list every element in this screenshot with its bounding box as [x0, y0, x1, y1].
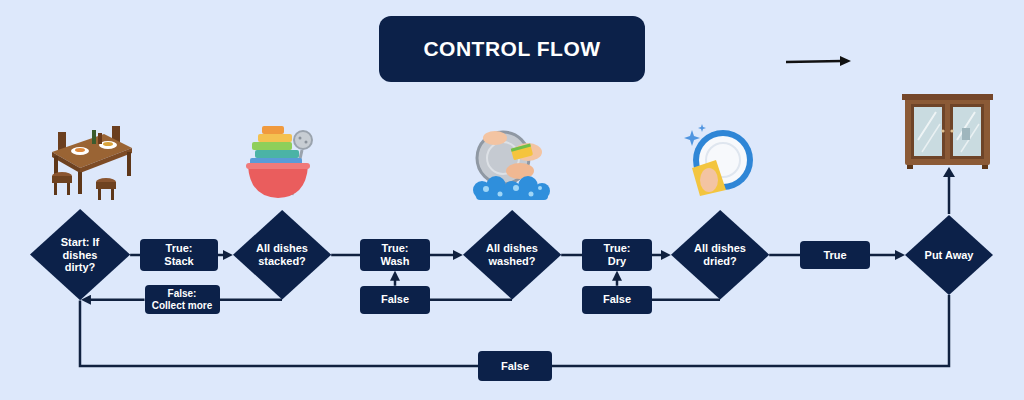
connector	[561, 254, 582, 257]
connector	[394, 279, 397, 286]
decision-diamond: All dishes washed?	[463, 210, 561, 300]
process-box: False: Collect more	[145, 285, 220, 314]
connector	[652, 254, 663, 257]
title: CONTROL FLOW	[423, 37, 600, 61]
node-label: True: Dry	[597, 242, 637, 267]
process-box: True: Stack	[140, 239, 218, 270]
process-box: False	[582, 286, 652, 314]
put-away-arrow	[943, 167, 955, 214]
connector	[430, 299, 512, 302]
process-box: True	[800, 241, 870, 269]
node-label: Start: If dishes dirty?	[58, 236, 102, 274]
node-label: All dishes washed?	[484, 242, 540, 267]
node-label: All dishes dried?	[692, 242, 748, 267]
title-banner: CONTROL FLOW	[379, 16, 645, 82]
process-box: True: Wash	[360, 239, 430, 270]
node-label: False	[381, 293, 409, 306]
connector	[870, 254, 897, 257]
decision-diamond: All dishes dried?	[671, 210, 769, 300]
direction-arrow	[786, 56, 851, 66]
process-box: False	[360, 286, 430, 314]
connector	[769, 254, 800, 257]
node-label: True: Wash	[375, 242, 415, 267]
decision-diamond: All dishes stacked?	[233, 210, 331, 300]
stacked-dishes-illustration	[246, 126, 312, 198]
node-label: True	[823, 249, 846, 262]
table-illustration	[52, 126, 132, 200]
connector	[89, 299, 145, 302]
connector	[130, 254, 140, 257]
decision-diamond: Start: If dishes dirty?	[30, 209, 130, 300]
connector	[652, 299, 720, 302]
drying-illustration	[684, 124, 753, 196]
node-label: True: Stack	[159, 242, 199, 267]
node-label: Put Away	[925, 249, 974, 262]
connector	[220, 299, 283, 302]
node-label: All dishes stacked?	[254, 242, 310, 267]
node-label: False	[603, 293, 631, 306]
connector	[430, 254, 455, 257]
decision-diamond: Put Away	[905, 215, 993, 295]
process-box: False	[478, 351, 552, 381]
cabinet-illustration	[902, 94, 993, 169]
connector	[616, 279, 619, 286]
node-label: False: Collect more	[151, 288, 214, 311]
connector	[218, 254, 225, 257]
node-label: False	[501, 360, 529, 373]
washing-illustration	[473, 131, 550, 200]
connector	[331, 254, 360, 257]
process-box: True: Dry	[582, 239, 652, 270]
